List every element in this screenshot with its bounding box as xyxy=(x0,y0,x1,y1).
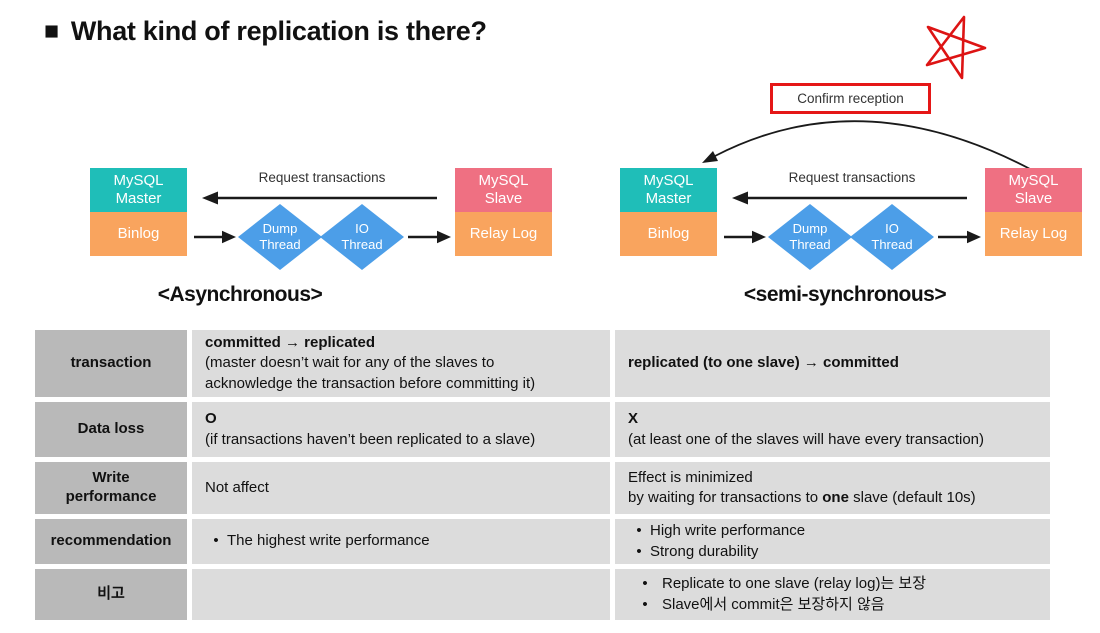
cell-text-note: (at least one of the slaves will have ev… xyxy=(628,430,985,448)
row-header-remarks: 비고 xyxy=(35,569,187,620)
slave-stack: MySQL Slave Relay Log xyxy=(985,168,1082,256)
bullet-text: The highest write performance xyxy=(227,532,430,550)
mysql-slave-box: MySQL Slave xyxy=(985,168,1082,212)
async-caption: <Asynchronous> xyxy=(157,283,323,306)
bullet-text: Replicate to one slave (relay log)는 보장 xyxy=(662,575,927,593)
row-header-transaction: transaction xyxy=(35,330,187,397)
request-transactions-label: Request transactions xyxy=(258,170,386,185)
row-header-recommendation: recommendation xyxy=(35,519,187,564)
row-header-write-performance: Write performance xyxy=(35,462,187,514)
bullet-text: Strong durability xyxy=(650,542,759,560)
master-stack: MySQL Master Binlog xyxy=(90,168,187,256)
io-thread-diamond: IO Thread xyxy=(850,204,934,270)
io-thread-diamond: IO Thread xyxy=(320,204,404,270)
cell-write-performance-semi: Effect is minimized by waiting for trans… xyxy=(615,462,1050,514)
cell-recommendation-semi: High write performance Strong durability xyxy=(615,519,1050,564)
slave-stack: MySQL Slave Relay Log xyxy=(455,168,552,256)
title-bullet-icon: ■ xyxy=(44,17,59,45)
cell-remarks-async xyxy=(192,569,610,620)
cell-text-note: (if transactions haven’t been replicated… xyxy=(205,430,536,448)
asynchronous-diagram: Request transactions MySQL Master Binlog… xyxy=(90,160,552,275)
cell-text-bold: replicated (to one slave) → committed xyxy=(628,354,899,372)
relay-log-box: Relay Log xyxy=(985,212,1082,256)
cell-remarks-semi: Replicate to one slave (relay log)는 보장 S… xyxy=(615,569,1050,620)
binlog-box: Binlog xyxy=(620,212,717,256)
mysql-master-box: MySQL Master xyxy=(90,168,187,212)
bullet-item: Strong durability xyxy=(628,542,1040,562)
cell-text-bold-word: one xyxy=(822,489,849,506)
confirm-reception-label: Confirm reception xyxy=(797,91,904,106)
request-transactions-label: Request transactions xyxy=(788,170,916,185)
page-title: ■ What kind of replication is there? xyxy=(44,16,487,47)
cell-transaction-semi: replicated (to one slave) → committed xyxy=(615,330,1050,397)
mysql-slave-box: MySQL Slave xyxy=(455,168,552,212)
bullet-item: High write performance xyxy=(628,521,1040,541)
semi-synchronous-diagram: Request transactions MySQL Master Binlog… xyxy=(620,160,1082,275)
bullet-text: High write performance xyxy=(650,522,806,540)
cell-text-bold: X xyxy=(628,410,639,428)
cell-text: Effect is minimized by waiting for trans… xyxy=(628,468,1040,509)
bullet-item: Replicate to one slave (relay log)는 보장 xyxy=(628,574,1040,594)
comparison-table: transaction committed → replicated (mast… xyxy=(35,330,1050,620)
bullet-item: Slave에서 commit은 보장하지 않음 xyxy=(628,595,1040,615)
cell-data-loss-async: O (if transactions haven’t been replicat… xyxy=(192,402,610,457)
binlog-box: Binlog xyxy=(90,212,187,256)
star-scribble-icon xyxy=(925,15,987,80)
semi-caption: <semi-synchronous> xyxy=(743,283,947,306)
master-stack: MySQL Master Binlog xyxy=(620,168,717,256)
relay-log-box: Relay Log xyxy=(455,212,552,256)
bullet-item: The highest write performance xyxy=(205,531,600,551)
cell-transaction-async: committed → replicated (master doesn’t w… xyxy=(192,330,610,397)
cell-write-performance-async: Not affect xyxy=(192,462,610,514)
cell-text-bold: O xyxy=(205,410,217,428)
row-header-data-loss: Data loss xyxy=(35,402,187,457)
page-title-text: What kind of replication is there? xyxy=(70,16,487,46)
cell-text: Not affect xyxy=(205,478,269,496)
cell-data-loss-semi: X (at least one of the slaves will have … xyxy=(615,402,1050,457)
bullet-text: Slave에서 commit은 보장하지 않음 xyxy=(662,595,885,613)
dump-thread-diamond: Dump Thread xyxy=(238,204,322,270)
cell-recommendation-async: The highest write performance xyxy=(192,519,610,564)
cell-text-note: (master doesn’t wait for any of the slav… xyxy=(205,354,536,392)
dump-thread-diamond: Dump Thread xyxy=(768,204,852,270)
cell-text-pre: Effect is minimized by waiting for trans… xyxy=(628,468,819,506)
mysql-master-box: MySQL Master xyxy=(620,168,717,212)
cell-text-bold: committed → replicated xyxy=(205,334,376,352)
cell-text-post: slave (default 10s) xyxy=(848,489,976,506)
confirm-reception-box: Confirm reception xyxy=(770,83,931,114)
